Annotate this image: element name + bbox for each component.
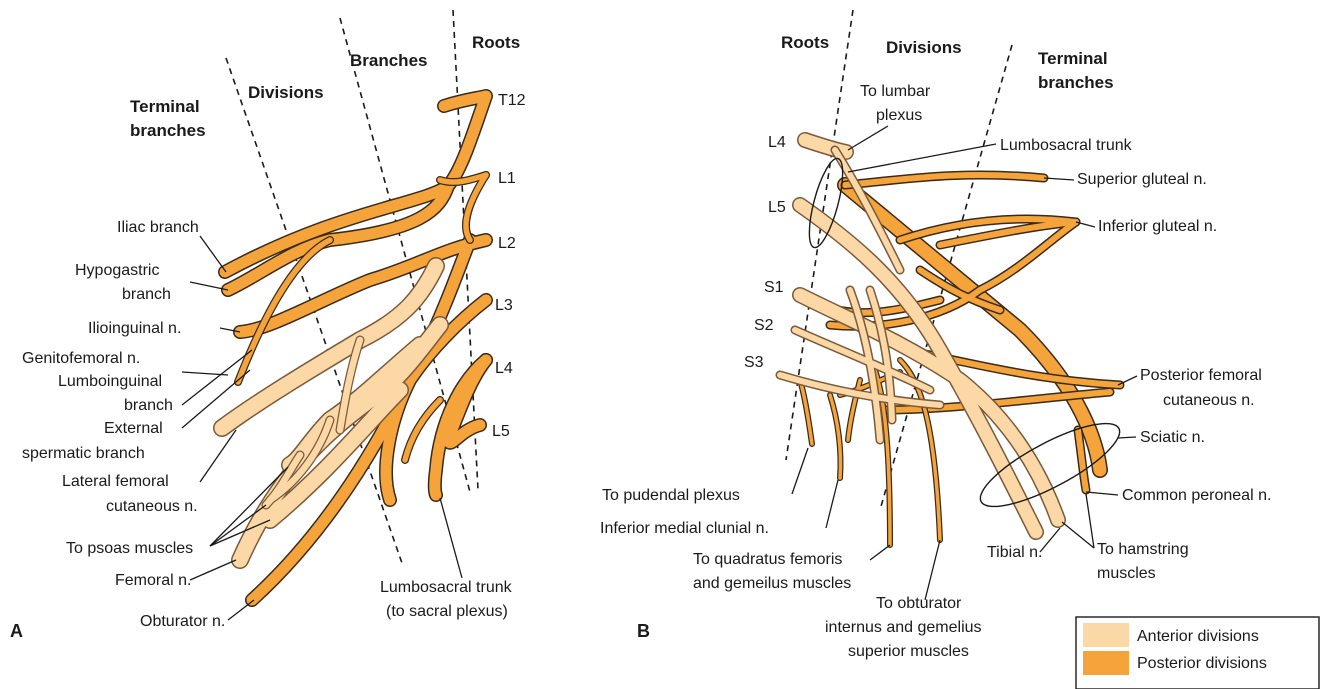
label-superior-gluteal: Superior gluteal n.: [1077, 171, 1207, 188]
legend-label-anterior: Anterior divisions: [1137, 628, 1259, 645]
label-posterior-femoral-2: cutaneous n.: [1163, 392, 1255, 409]
nerves-panel-a: [213, 89, 493, 607]
header-branches-a: branches: [130, 121, 206, 140]
root-l1: L1: [498, 170, 516, 187]
panel-label-a: A: [10, 621, 23, 641]
label-hypogastric-1: Hypogastric: [75, 262, 159, 279]
divider-divisions-terminal-b: [879, 44, 1013, 511]
sciatic-ring: [979, 422, 1121, 508]
label-lumboinguinal-1: Lumboinguinal: [58, 373, 162, 390]
panel-label-b: B: [637, 621, 650, 641]
label-to-obturator-3: superior muscles: [848, 643, 969, 660]
label-sciatic: Sciatic n.: [1140, 429, 1205, 446]
label-to-obturator-1: To obturator: [876, 595, 962, 612]
legend: Anterior divisions Posterior divisions: [1075, 616, 1320, 689]
label-iliac-branch: Iliac branch: [117, 219, 199, 236]
leader-lines-b: [791, 125, 1138, 601]
label-to-hamstring-2: muscles: [1097, 565, 1156, 582]
lumbosacral-trunk-ring: [808, 157, 844, 249]
header-divisions-b: Divisions: [886, 38, 962, 57]
label-to-lumbar-2: plexus: [876, 107, 922, 124]
label-lumbosacral-trunk-b: Lumbosacral trunk: [1000, 137, 1133, 154]
header-branches-col-a: Branches: [350, 51, 427, 70]
label-lateral-femoral-1: Lateral femoral: [62, 473, 169, 490]
legend-swatch-anterior: [1083, 623, 1129, 647]
root-l5: L5: [492, 423, 510, 440]
label-external-spermatic-1: External: [104, 420, 163, 437]
header-roots-b: Roots: [781, 33, 829, 52]
header-terminal-b: Terminal: [1038, 49, 1108, 68]
root-l3: L3: [495, 297, 513, 314]
label-genitofemoral: Genitofemoral n.: [22, 350, 140, 367]
label-to-pudendal: To pudendal plexus: [602, 487, 740, 504]
label-lumbosacral-trunk-1: Lumbosacral trunk: [380, 579, 513, 596]
label-lateral-femoral-2: cutaneous n.: [106, 498, 198, 515]
root-s1-b: S1: [764, 279, 784, 296]
label-to-psoas: To psoas muscles: [66, 540, 193, 557]
label-femoral: Femoral n.: [115, 572, 191, 589]
label-inferior-gluteal: Inferior gluteal n.: [1098, 218, 1217, 235]
label-to-lumbar-1: To lumbar: [860, 83, 931, 100]
label-to-quadratus-2: and gemeilus muscles: [693, 575, 851, 592]
label-lumbosacral-trunk-2: (to sacral plexus): [386, 603, 508, 620]
header-roots-a: Roots: [472, 33, 520, 52]
label-tibial: Tibial n.: [987, 544, 1042, 561]
legend-label-posterior: Posterior divisions: [1137, 655, 1267, 672]
label-posterior-femoral-1: Posterior femoral: [1140, 367, 1262, 384]
label-external-spermatic-2: spermatic branch: [22, 445, 145, 462]
panel-b: Roots Divisions Terminal branches L4 L5 …: [600, 9, 1271, 660]
root-s3-b: S3: [744, 354, 764, 371]
label-lumboinguinal-2: branch: [124, 397, 173, 414]
panel-a: Terminal branches Divisions Branches Roo…: [10, 9, 526, 641]
label-hypogastric-2: branch: [122, 286, 171, 303]
root-s2-b: S2: [754, 317, 774, 334]
root-l2: L2: [498, 235, 516, 252]
root-l4-b: L4: [768, 134, 786, 151]
label-to-obturator-2: internus and gemelius: [825, 619, 982, 636]
divider-roots-branches-a: [452, 9, 479, 491]
header-branches-b: branches: [1038, 73, 1114, 92]
legend-swatch-posterior: [1083, 651, 1129, 675]
header-terminal-a: Terminal: [130, 97, 200, 116]
label-to-quadratus-1: To quadratus femoris: [693, 551, 842, 568]
leader-lines-a: [181, 235, 463, 621]
label-obturator: Obturator n.: [140, 613, 225, 630]
label-common-peroneal: Common peroneal n.: [1122, 487, 1271, 504]
header-divisions-a: Divisions: [248, 83, 324, 102]
label-inferior-medial-clunial: Inferior medial clunial n.: [600, 520, 769, 537]
root-l4: L4: [495, 360, 513, 377]
label-ilioinguinal: Ilioinguinal n.: [88, 320, 181, 337]
root-l5-b: L5: [768, 199, 786, 216]
divider-roots-divisions-b: [785, 9, 854, 461]
label-to-hamstring-1: To hamstring: [1097, 541, 1189, 558]
root-t12: T12: [498, 92, 526, 109]
